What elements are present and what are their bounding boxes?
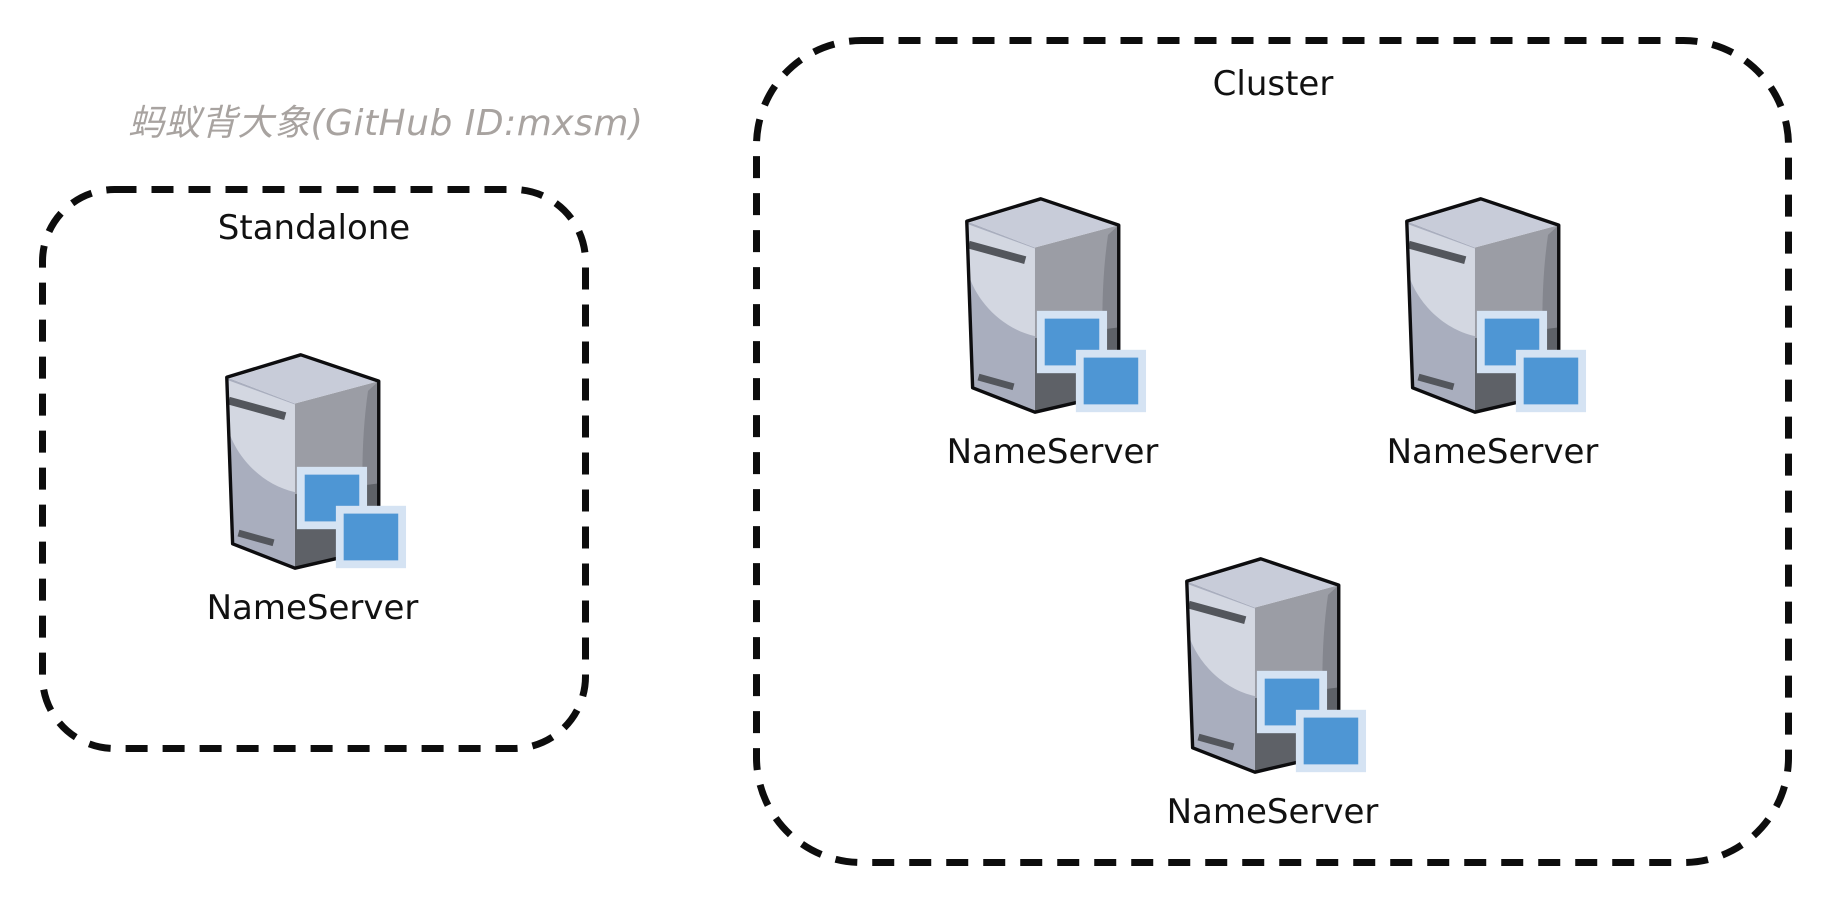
server-icon [1395, 192, 1590, 418]
nameserver-node-cluster-1: NameServer [945, 192, 1160, 472]
cluster-group-label: Cluster [1212, 64, 1334, 104]
nameserver-label: NameServer [946, 432, 1159, 472]
standalone-group-label: Standalone [217, 208, 411, 248]
nameserver-node-cluster-2: NameServer [1385, 192, 1600, 472]
server-icon [955, 192, 1150, 418]
standalone-group-border [39, 186, 589, 752]
nameserver-node-standalone: NameServer [205, 348, 420, 628]
nameserver-label: NameServer [206, 588, 419, 628]
server-icon [1175, 552, 1370, 778]
server-icon [215, 348, 410, 574]
nameserver-label: NameServer [1386, 432, 1599, 472]
watermark-text: 蚂蚁背大象(GitHub ID:mxsm) [128, 103, 644, 144]
cluster-group-border [753, 37, 1792, 866]
nameserver-node-cluster-3: NameServer [1165, 552, 1380, 832]
nameserver-label: NameServer [1166, 792, 1379, 832]
